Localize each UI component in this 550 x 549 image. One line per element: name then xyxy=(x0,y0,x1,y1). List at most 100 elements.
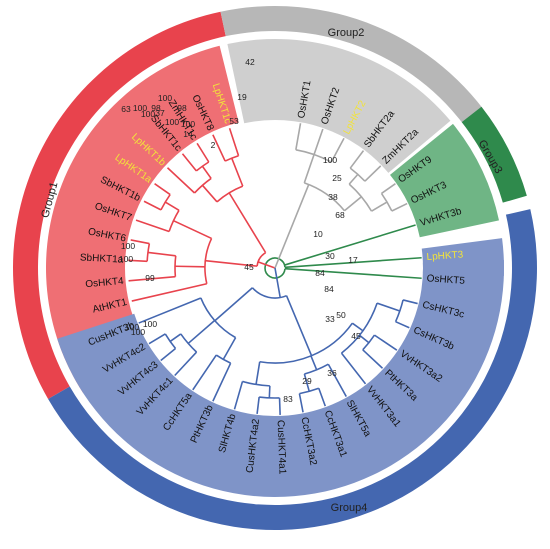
branch-line xyxy=(278,397,281,415)
leaf-label: OsHKT4 xyxy=(85,276,125,290)
bootstrap-value: 98 xyxy=(151,103,161,113)
bootstrap-value: 100 xyxy=(121,241,135,251)
bootstrap-value: 100 xyxy=(323,155,337,165)
branch-line xyxy=(128,259,148,263)
bootstrap-value: 99 xyxy=(145,273,155,283)
bootstrap-value: 2 xyxy=(211,140,216,150)
bootstrap-value: 10 xyxy=(313,229,323,239)
branch-line xyxy=(175,265,206,268)
branch-line xyxy=(284,256,422,269)
bootstrap-value: 17 xyxy=(348,255,358,265)
branch-line xyxy=(381,183,396,195)
branch-line xyxy=(128,275,176,282)
branch-line xyxy=(231,157,244,187)
branch-line xyxy=(164,201,180,212)
bootstrap-value: 25 xyxy=(332,173,342,183)
branch-line xyxy=(343,196,362,212)
branch-line xyxy=(348,173,359,185)
branch-line xyxy=(212,134,226,162)
group-label: Group4 xyxy=(331,502,368,514)
branch-line xyxy=(359,334,370,344)
branch-line xyxy=(349,150,365,169)
bootstrap-value: 42 xyxy=(245,57,255,67)
group-bands xyxy=(13,6,538,531)
bootstrap-value: 84 xyxy=(324,284,334,294)
branch-line xyxy=(181,153,197,172)
branch-line xyxy=(135,219,170,233)
branch-line xyxy=(257,261,276,269)
branch-arc xyxy=(304,182,346,212)
band-group3 xyxy=(461,106,527,203)
branch-line xyxy=(174,351,198,377)
branch-line xyxy=(143,200,162,211)
branch-line xyxy=(214,287,253,322)
branch-line xyxy=(402,299,418,305)
branch-line xyxy=(256,396,260,415)
branch-line xyxy=(285,295,313,356)
leaf-label: LpHKT3 xyxy=(426,249,464,263)
branch-line xyxy=(147,251,176,257)
bootstrap-value: 100 xyxy=(133,103,147,113)
leaf-sectors xyxy=(46,39,504,497)
bootstrap-value: 63 xyxy=(121,104,131,114)
branch-line xyxy=(173,219,212,240)
branch-line xyxy=(212,362,232,402)
bootstrap-value: 100 xyxy=(158,93,172,103)
branch-line xyxy=(351,322,364,332)
band-group1 xyxy=(13,11,226,399)
bootstrap-value: 100 xyxy=(143,319,157,329)
branch-line xyxy=(391,202,408,212)
branch-arc xyxy=(264,257,286,279)
branch-line xyxy=(201,165,212,179)
branch-line xyxy=(318,388,327,407)
branch-line xyxy=(201,184,218,203)
branch-line xyxy=(187,319,216,345)
leaf-label: OsHKT5 xyxy=(426,273,465,287)
branch-line xyxy=(222,337,237,360)
bootstrap-value: 100 xyxy=(131,327,145,337)
bootstrap-value: 100 xyxy=(181,119,195,129)
group-label: Group2 xyxy=(328,27,365,39)
branch-line xyxy=(376,302,401,312)
branch-line xyxy=(228,127,240,157)
branch-line xyxy=(169,333,182,343)
bootstrap-value: 100 xyxy=(125,322,139,332)
bootstrap-value: 19 xyxy=(237,92,247,102)
bootstrap-value: 45 xyxy=(351,331,361,341)
leaf-label: CusHKT4a1 xyxy=(275,420,288,475)
bootstrap-value: 53 xyxy=(229,116,239,126)
bootstrap-value: 45 xyxy=(244,262,254,272)
bootstrap-value: 36 xyxy=(327,368,337,378)
bootstrap-value: 83 xyxy=(283,394,293,404)
branch-line xyxy=(160,347,177,362)
bootstrap-value: 38 xyxy=(328,192,338,202)
branch-line xyxy=(196,142,210,163)
bootstrap-value: 100 xyxy=(119,254,133,264)
branch-line xyxy=(371,201,388,212)
leaf-sector-2 xyxy=(57,260,504,497)
leaf-sector-3 xyxy=(390,123,499,238)
branch-line xyxy=(340,352,367,385)
branch-line xyxy=(303,373,310,392)
branch-line xyxy=(310,355,318,371)
branch-line xyxy=(313,128,324,155)
branch-line xyxy=(205,259,258,267)
branch-line xyxy=(395,320,410,329)
branch-line xyxy=(274,267,281,298)
branch-line xyxy=(303,154,315,184)
branch-line xyxy=(374,334,398,351)
bootstrap-value: 100 xyxy=(165,117,179,127)
branch-line xyxy=(148,333,166,345)
bootstrap-value: 33 xyxy=(325,314,335,324)
branch-line xyxy=(274,184,310,269)
branch-arc xyxy=(259,322,353,364)
branch-line xyxy=(255,361,261,385)
bootstrap-value: 98 xyxy=(177,103,187,113)
branch-line xyxy=(330,137,345,163)
branch-arc xyxy=(256,251,267,267)
branch-line xyxy=(362,349,384,369)
bootstrap-value: 84 xyxy=(315,268,325,278)
branch-line xyxy=(284,267,422,280)
branch-arc xyxy=(200,297,237,339)
